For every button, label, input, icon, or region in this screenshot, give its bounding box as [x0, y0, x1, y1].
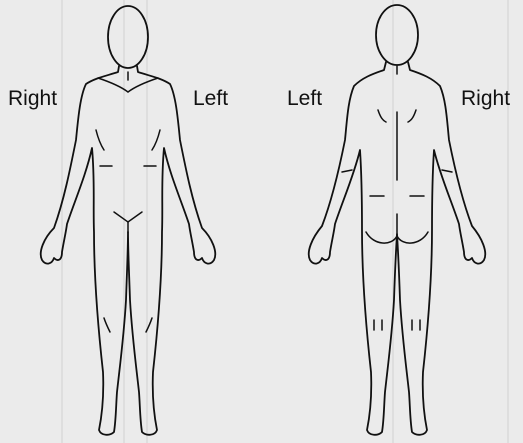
front-chest-line-right	[96, 130, 104, 150]
back-left-label: Left	[287, 88, 322, 109]
front-groin-line	[114, 212, 142, 222]
back-right-label: Right	[461, 88, 510, 109]
front-head	[108, 6, 148, 68]
front-figure	[41, 6, 216, 435]
front-right-label: Right	[8, 88, 57, 109]
front-body-outline	[41, 66, 216, 435]
back-elbow-mark-right	[442, 170, 452, 172]
back-figure	[309, 5, 486, 435]
front-chest-line-left	[152, 130, 160, 150]
back-scapula-right	[408, 110, 416, 122]
front-knee-right	[104, 318, 110, 332]
back-scapula-left	[378, 110, 386, 122]
front-left-label: Left	[193, 88, 228, 109]
back-elbow-mark-left	[342, 170, 352, 172]
back-head	[376, 5, 418, 65]
